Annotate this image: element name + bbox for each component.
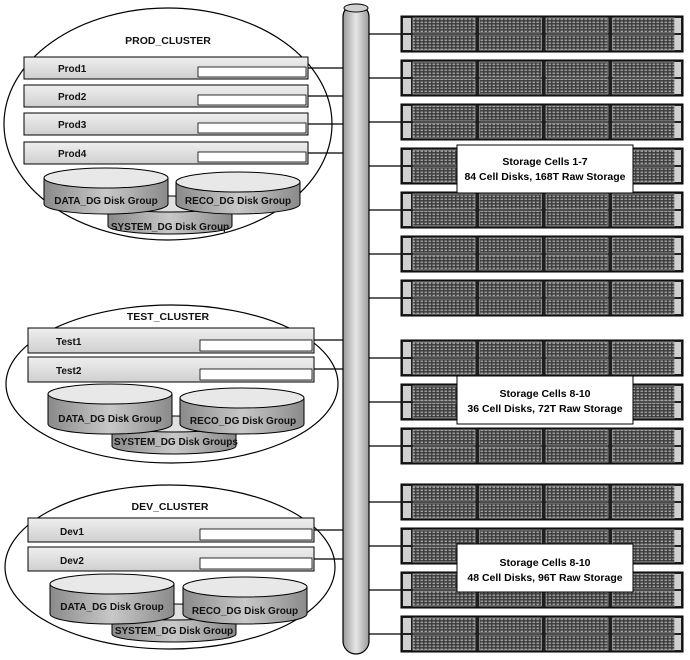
disk-group-data: DATA_DG Disk Group — [43, 167, 169, 215]
storage-label-group-3: Storage Cells 8-10 48 Cell Disks, 96T Ra… — [456, 543, 634, 593]
server-node[interactable]: Prod4 — [23, 141, 309, 165]
server-node[interactable]: Prod1 — [23, 56, 309, 80]
server-node[interactable]: Prod3 — [23, 112, 309, 136]
disk-group-data: DATA_DG Disk Group — [47, 383, 173, 435]
cluster-boundary — [4, 484, 336, 650]
storage-label-group-2: Storage Cells 8-10 36 Cell Disks, 72T Ra… — [456, 375, 634, 425]
svg-text:DATA_DG Disk Group: DATA_DG Disk Group — [54, 196, 158, 207]
svg-text:Test1: Test1 — [56, 337, 82, 348]
storage-detail: 48 Cell Disks, 96T Raw Storage — [467, 572, 622, 584]
svg-text:Prod1: Prod1 — [58, 64, 87, 75]
storage-title: Storage Cells 8-10 — [499, 557, 590, 569]
svg-text:RECO_DG Disk Group: RECO_DG Disk Group — [190, 416, 296, 427]
server-node[interactable]: Dev1 — [27, 517, 315, 543]
svg-text:SYSTEM_DG Disk Group: SYSTEM_DG Disk Group — [111, 222, 229, 233]
cluster-title: PROD_CLUSTER — [125, 35, 211, 47]
svg-text:Dev2: Dev2 — [60, 556, 84, 567]
server-node[interactable]: Test1 — [27, 327, 315, 354]
svg-text:Prod3: Prod3 — [58, 120, 87, 131]
svg-text:DATA_DG Disk Group: DATA_DG Disk Group — [60, 602, 164, 613]
svg-text:Test2: Test2 — [56, 366, 82, 377]
svg-text:RECO_DG Disk Group: RECO_DG Disk Group — [192, 606, 298, 617]
svg-text:DATA_DG Disk Group: DATA_DG Disk Group — [58, 414, 162, 425]
disk-group-reco: RECO_DG Disk Group — [175, 171, 301, 215]
storage-cell — [400, 103, 684, 141]
server-node[interactable]: Dev2 — [27, 546, 315, 572]
storage-title: Storage Cells 1-7 — [502, 156, 587, 168]
storage-cell — [400, 235, 684, 273]
svg-text:Prod2: Prod2 — [58, 92, 87, 103]
cluster-boundary — [5, 304, 339, 464]
storage-detail: 84 Cell Disks, 168T Raw Storage — [464, 171, 625, 183]
disk-group-reco: RECO_DG Disk Group — [182, 576, 308, 625]
storage-cell — [400, 339, 684, 377]
storage-cell — [400, 483, 684, 521]
storage-cell — [400, 59, 684, 97]
cluster-test: TEST_CLUSTER Test1 Test2 SYSTEM_DG Disk … — [5, 304, 339, 464]
storage-cell — [400, 279, 684, 317]
server-node[interactable]: Prod2 — [23, 84, 309, 108]
svg-text:RECO_DG Disk Group: RECO_DG Disk Group — [185, 196, 291, 207]
cluster-dev: DEV_CLUSTER Dev1 Dev2 SYSTEM_DG Disk Gro… — [4, 484, 336, 650]
cluster-title: TEST_CLUSTER — [127, 311, 210, 323]
storage-cell — [400, 15, 684, 53]
server-node[interactable]: Test2 — [27, 356, 315, 383]
storage-cell — [400, 615, 684, 653]
svg-text:SYSTEM_DG Disk Groups: SYSTEM_DG Disk Groups — [114, 437, 238, 448]
disk-group-data: DATA_DG Disk Group — [49, 573, 175, 625]
storage-title: Storage Cells 8-10 — [499, 388, 590, 400]
disk-group-reco: RECO_DG Disk Group — [179, 387, 305, 435]
storage-label-group-1: Storage Cells 1-7 84 Cell Disks, 168T Ra… — [456, 144, 634, 194]
cluster-prod: PROD_CLUSTER Prod1 Prod2 Prod3 Prod4 SYS… — [3, 7, 333, 241]
svg-text:Dev1: Dev1 — [60, 527, 84, 538]
interconnect-bus — [342, 3, 370, 655]
storage-cell — [400, 427, 684, 465]
svg-text:Prod4: Prod4 — [58, 149, 87, 160]
storage-cell — [400, 191, 684, 229]
svg-text:SYSTEM_DG Disk Group: SYSTEM_DG Disk Group — [115, 626, 233, 637]
storage-detail: 36 Cell Disks, 72T Raw Storage — [467, 403, 622, 415]
cluster-title: DEV_CLUSTER — [131, 501, 208, 513]
cluster-boundary — [3, 7, 333, 241]
network-links — [308, 33, 401, 635]
